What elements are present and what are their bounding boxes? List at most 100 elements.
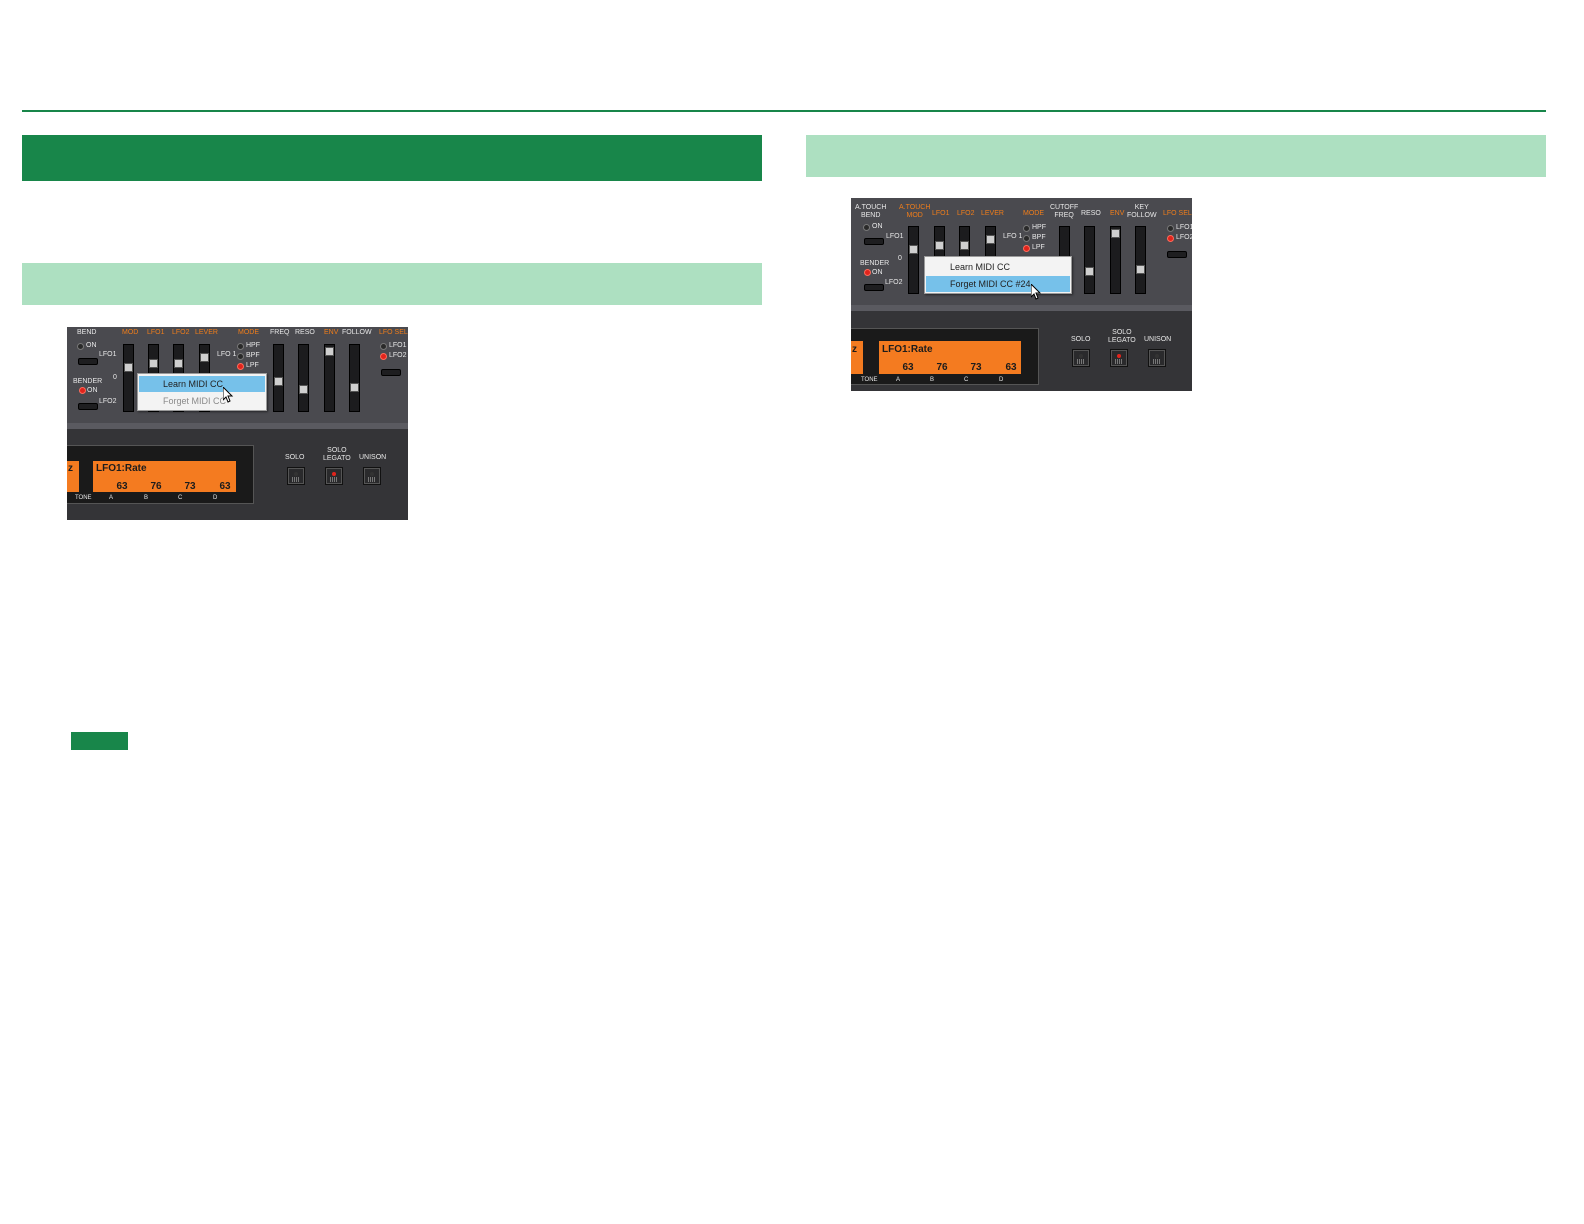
- note-tag: [71, 732, 128, 750]
- slider-key-follow[interactable]: [1135, 226, 1146, 294]
- led-bender-on: [79, 387, 86, 394]
- lcd-left-fragment-text: z: [68, 463, 73, 474]
- solo-led: [1079, 354, 1083, 358]
- label-lfo1-filter: LFO 1: [217, 351, 237, 358]
- label-solo: SOLO: [285, 454, 305, 461]
- led-lfo-sel-2: [380, 353, 387, 360]
- label-lpf: LPF: [246, 362, 259, 369]
- bend-button[interactable]: [864, 238, 884, 245]
- label-lfo-sel: LFO SEL: [1163, 210, 1192, 217]
- label-bender: BENDER: [860, 260, 890, 267]
- label-lfo2-side: LFO2: [99, 398, 117, 405]
- slider-reso[interactable]: [1084, 226, 1095, 294]
- solo-button[interactable]: [1072, 349, 1090, 367]
- panel-divider: [851, 305, 1192, 311]
- slider-atouch-mod[interactable]: [908, 226, 919, 294]
- label-mode: MODE: [238, 329, 259, 336]
- lcd-value-d: 63: [1005, 362, 1017, 373]
- tone-letter-c: C: [178, 495, 183, 501]
- slider-cutoff-freq[interactable]: [273, 344, 284, 412]
- unison-button[interactable]: [363, 467, 381, 485]
- solo-legato-led: [1117, 354, 1121, 358]
- slider-knob[interactable]: [325, 347, 334, 356]
- menu-item-forget-midi-cc[interactable]: Forget MIDI CC: [163, 396, 227, 406]
- section-heading-bar-left: [22, 135, 762, 181]
- led-bpf: [237, 353, 244, 360]
- label-lever: LEVER: [981, 210, 1004, 217]
- led-hpf: [237, 343, 244, 350]
- slider-knob[interactable]: [200, 353, 209, 362]
- unison-button[interactable]: [1148, 349, 1166, 367]
- label-on: ON: [86, 342, 97, 349]
- label-unison: UNISON: [359, 454, 387, 461]
- label-unison: UNISON: [1144, 336, 1172, 343]
- slider-knob[interactable]: [299, 385, 308, 394]
- slider-knob[interactable]: [274, 377, 283, 386]
- label-key-follow: KEY FOLLOW: [1127, 204, 1157, 219]
- solo-legato-led: [332, 472, 336, 476]
- lcd-title: LFO1:Rate: [882, 344, 933, 355]
- slider-env[interactable]: [324, 344, 335, 412]
- screenshot-forget-midi-cc: A.TOUCH BEND A.TOUCH MOD LFO1 LFO2 LEVER…: [851, 198, 1192, 391]
- lcd-left-fragment-text: z: [852, 344, 857, 355]
- slider-key-follow[interactable]: [349, 344, 360, 412]
- bender-button[interactable]: [78, 403, 98, 410]
- label-lpf: LPF: [1032, 244, 1045, 251]
- led-bend-on: [863, 224, 870, 231]
- led-lfo-sel-1: [1167, 225, 1174, 232]
- led-bend-on: [77, 343, 84, 350]
- menu-item-forget-midi-cc[interactable]: Forget MIDI CC #24: [926, 276, 1070, 292]
- tone-letter-a: A: [896, 377, 901, 383]
- solo-legato-button[interactable]: [1110, 349, 1128, 367]
- label-on-bender: ON: [87, 387, 98, 394]
- solo-legato-button[interactable]: [325, 467, 343, 485]
- slider-knob[interactable]: [935, 241, 944, 250]
- slider-knob[interactable]: [1085, 267, 1094, 276]
- menu-item-learn-midi-cc[interactable]: Learn MIDI CC: [950, 262, 1011, 272]
- header-rule: [22, 110, 1546, 112]
- tone-label: TONE: [861, 377, 878, 383]
- lfo-sel-button[interactable]: [1167, 251, 1187, 258]
- slider-knob[interactable]: [1136, 265, 1145, 274]
- slider-knob[interactable]: [986, 235, 995, 244]
- tone-label: TONE: [75, 495, 92, 501]
- label-atouch-mod: A.TOUCH MOD: [899, 204, 931, 219]
- slider-knob[interactable]: [909, 245, 918, 254]
- label-lfo1-side: LFO1: [886, 233, 904, 240]
- solo-button[interactable]: [287, 467, 305, 485]
- menu-item-learn-midi-cc[interactable]: Learn MIDI CC: [139, 376, 265, 392]
- slider-knob[interactable]: [124, 363, 133, 372]
- lcd-screen: [93, 461, 236, 492]
- led-bpf: [1023, 235, 1030, 242]
- label-lfo1: LFO1: [147, 329, 165, 336]
- slider-knob[interactable]: [960, 241, 969, 250]
- tone-letter-b: B: [930, 377, 935, 383]
- slider-knob[interactable]: [149, 359, 158, 368]
- lcd-left-fragment: [67, 461, 79, 492]
- slider-knob[interactable]: [1111, 229, 1120, 238]
- panel-divider: [67, 423, 408, 429]
- led-lfo-sel-1: [380, 343, 387, 350]
- label-lfo1-side: LFO1: [99, 351, 117, 358]
- label-hpf: HPF: [246, 342, 260, 349]
- bend-button[interactable]: [78, 358, 98, 365]
- slider-reso[interactable]: [298, 344, 309, 412]
- slider-knob[interactable]: [174, 359, 183, 368]
- led-lpf: [237, 363, 244, 370]
- subsection-heading-bar-right: [806, 135, 1546, 177]
- tone-letter-d: D: [999, 377, 1004, 383]
- lfo-sel-button[interactable]: [381, 369, 401, 376]
- label-env: ENV: [324, 329, 339, 336]
- tone-letter-d: D: [213, 495, 218, 501]
- bender-button[interactable]: [864, 284, 884, 291]
- grip-icon: [368, 477, 376, 482]
- label-solo-legato: SOLO LEGATO: [323, 447, 351, 462]
- slider-knob[interactable]: [350, 383, 359, 392]
- lcd-title: LFO1:Rate: [96, 463, 147, 474]
- context-menu: Learn MIDI CC Forget MIDI CC: [137, 373, 267, 411]
- slider-env[interactable]: [1110, 226, 1121, 294]
- label-lfo-sel-1: LFO1: [389, 342, 407, 349]
- label-mode: MODE: [1023, 210, 1044, 217]
- slider-mod[interactable]: [123, 344, 134, 412]
- led-lfo-sel-2: [1167, 235, 1174, 242]
